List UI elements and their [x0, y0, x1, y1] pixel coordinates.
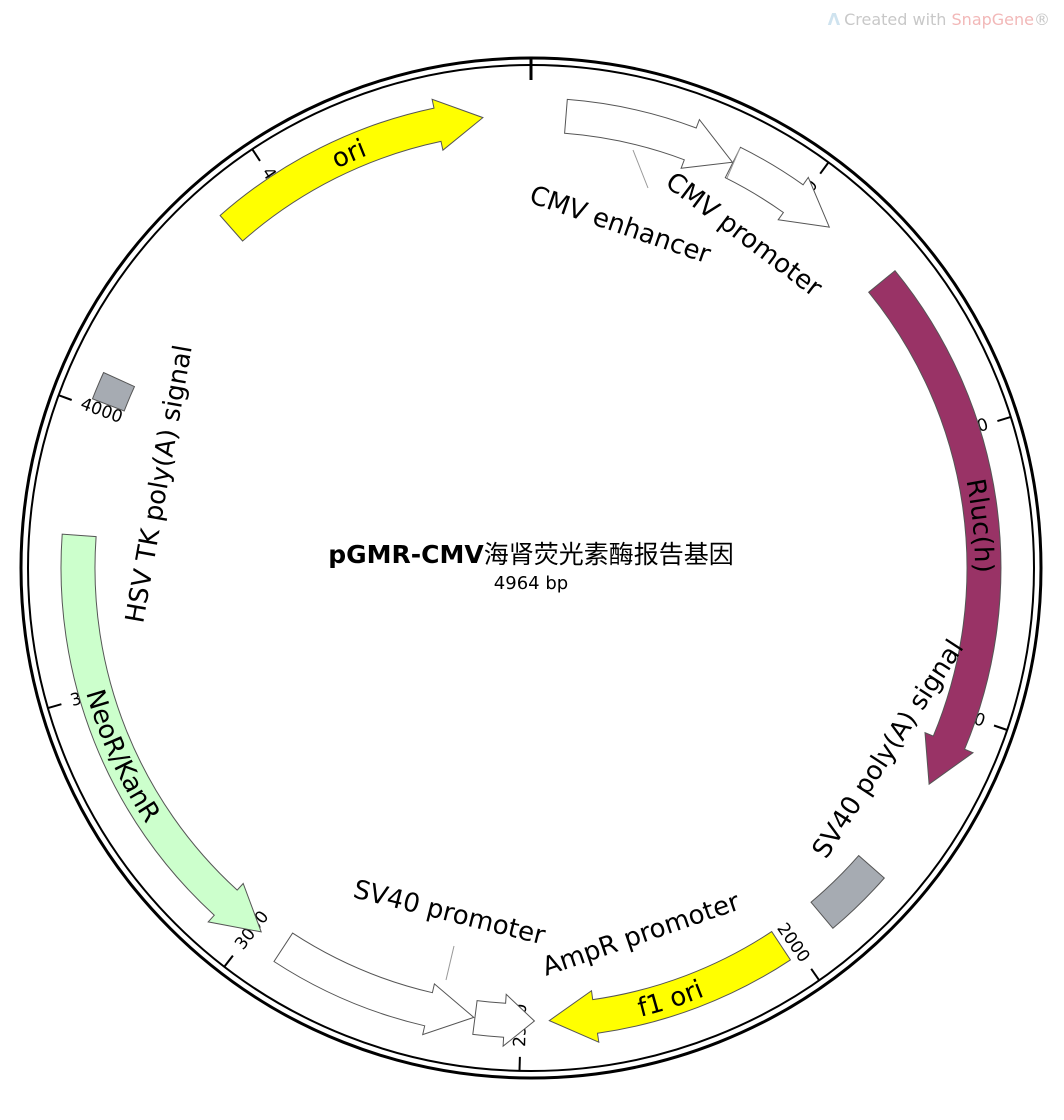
- plasmid-name: pGMR-CMV: [328, 540, 484, 569]
- tick-mark-1500: [993, 724, 1008, 731]
- plasmid-title: pGMR-CMV海肾荧光素酶报告基因: [328, 540, 734, 569]
- watermark-reg: ®: [1034, 10, 1050, 29]
- watermark-brand: SnapGene: [951, 10, 1034, 29]
- tick-mark-3000: [223, 954, 234, 968]
- feature-sv40-polya[interactable]: [810, 854, 886, 930]
- plasmid-name-suffix: 海肾荧光素酶报告基因: [484, 540, 734, 569]
- label-sv40-promoter: SV40 promoter: [350, 875, 548, 952]
- feature-neor-kanr[interactable]: [60, 533, 262, 933]
- feature-sv40-promoter[interactable]: [273, 932, 475, 1036]
- snapgene-logo-icon: ᐱ: [827, 10, 841, 29]
- tick-mark-4000: [58, 394, 73, 401]
- leader-sv40-promoter: [445, 945, 455, 981]
- feature-ori[interactable]: [219, 98, 484, 242]
- tick-mark-4500: [251, 148, 261, 162]
- feature-cmv-enhancer[interactable]: [564, 98, 734, 169]
- feature-f1-ori[interactable]: [548, 930, 792, 1044]
- label-text-neor-kanr: NeoR/KanR: [79, 686, 166, 828]
- leader-cmv-promoter: [726, 147, 741, 179]
- watermark-prefix: Created with: [844, 10, 952, 29]
- feature-rluc[interactable]: [867, 269, 1002, 786]
- label-neor-kanr: NeoR/KanR: [79, 686, 166, 828]
- plasmid-length: 4964 bp: [494, 573, 568, 594]
- feature-hsv-tk-polya[interactable]: [91, 371, 136, 412]
- feature-cmv-promoter[interactable]: [724, 146, 831, 228]
- tick-mark-500: [819, 161, 830, 175]
- tick-mark-2000: [810, 968, 821, 981]
- feature-ampr-promoter[interactable]: [472, 993, 536, 1048]
- tick-mark-1000: [997, 415, 1012, 423]
- leader-cmv-enhancer: [632, 149, 649, 189]
- tick-mark-3500: [47, 703, 62, 710]
